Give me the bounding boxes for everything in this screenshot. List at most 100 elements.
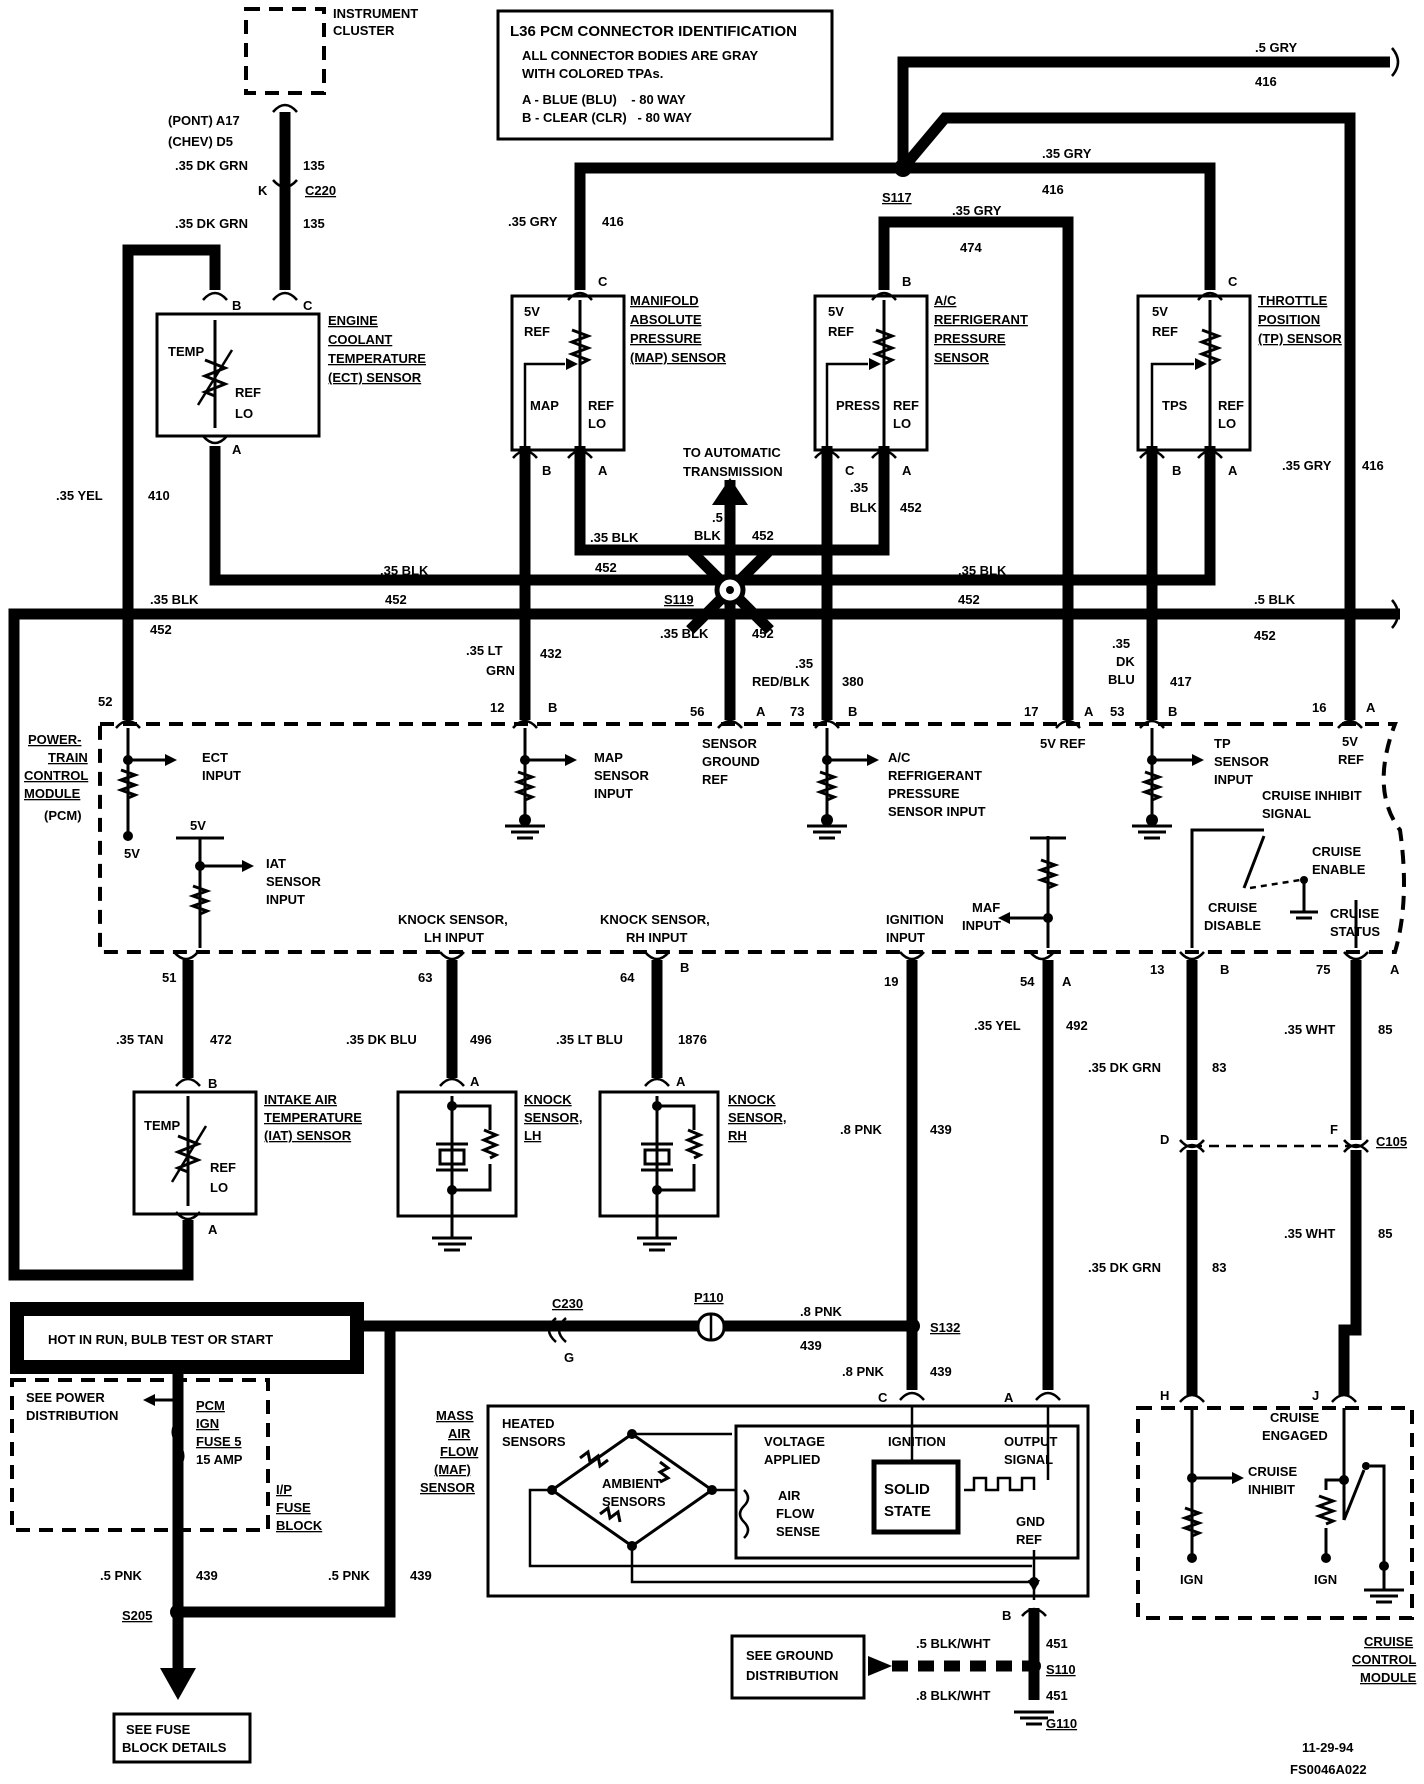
svg-text:13: 13: [1150, 962, 1164, 977]
svg-text:A: A: [902, 463, 912, 478]
svg-text:.35 GRY: .35 GRY: [952, 203, 1002, 218]
svg-text:.35 LT: .35 LT: [466, 643, 503, 658]
svg-text:B: B: [902, 274, 911, 289]
svg-text:IGN: IGN: [1314, 1572, 1337, 1587]
svg-text:SENSOR,: SENSOR,: [728, 1110, 787, 1125]
svg-text:G: G: [564, 1350, 574, 1365]
svg-text:452: 452: [595, 560, 617, 575]
svg-text:.35 WHT: .35 WHT: [1284, 1022, 1335, 1037]
svg-text:SENSORS: SENSORS: [602, 1494, 666, 1509]
svg-text:A/C: A/C: [888, 750, 911, 765]
svg-text:452: 452: [1254, 628, 1276, 643]
title-text: L36 PCM CONNECTOR IDENTIFICATION: [510, 23, 797, 40]
svg-text:83: 83: [1212, 1060, 1226, 1075]
svg-text:S132: S132: [930, 1320, 960, 1335]
svg-text:BLK: BLK: [850, 500, 877, 515]
knock-lh-label: KNOCK: [524, 1092, 572, 1107]
svg-text:(PCM): (PCM): [44, 808, 82, 823]
svg-text:75: 75: [1316, 962, 1330, 977]
tp-sensor: 5V REF TPS REF LO C B A THROTTLE POSITIO…: [1136, 274, 1342, 478]
svg-text:TEMP: TEMP: [168, 344, 204, 359]
svg-text:452: 452: [752, 626, 774, 641]
instrument-cluster-label: INSTRUMENT: [333, 6, 418, 21]
top-wire-labels: .5 GRY 416 .35 GRY 416 .35 GRY 416 .35 G…: [56, 40, 1384, 689]
svg-text:TO AUTOMATIC: TO AUTOMATIC: [683, 445, 781, 460]
svg-text:474: 474: [960, 240, 982, 255]
svg-text:.5 BLK: .5 BLK: [1254, 592, 1296, 607]
map-sensor: 5V REF MAP REF LO C B A MANIFOLD ABSOLUT…: [510, 274, 727, 478]
svg-text:12: 12: [490, 700, 504, 715]
svg-text:CRUISE: CRUISE: [1248, 1464, 1297, 1479]
cruise-control-module: H J CRUISE INHIBIT IGN CRUISE ENGAGED IG…: [1136, 1388, 1417, 1685]
svg-text:SENSOR,: SENSOR,: [524, 1110, 583, 1125]
svg-text:A: A: [1366, 700, 1376, 715]
svg-text:.35 GRY: .35 GRY: [1282, 458, 1332, 473]
ground-distribution: B SEE GROUND DISTRIBUTION .5 BLK/WHT 451…: [730, 1607, 1077, 1731]
svg-text:B: B: [1220, 962, 1229, 977]
svg-text:SENSOR: SENSOR: [266, 874, 322, 889]
svg-text:(PONT) A17: (PONT) A17: [168, 113, 240, 128]
svg-text:.35: .35: [1112, 636, 1130, 651]
svg-text:C230: C230: [552, 1296, 583, 1311]
svg-text:5V: 5V: [524, 304, 540, 319]
splice-s117: [894, 159, 912, 177]
svg-text:416: 416: [1255, 74, 1277, 89]
splices: [712, 159, 912, 606]
svg-text:380: 380: [842, 674, 864, 689]
svg-text:ABSOLUTE: ABSOLUTE: [630, 312, 702, 327]
svg-text:TEMP: TEMP: [144, 1118, 180, 1133]
svg-text:TP: TP: [1214, 736, 1231, 751]
svg-text:CRUISE INHIBIT: CRUISE INHIBIT: [1262, 788, 1362, 803]
svg-text:I/P: I/P: [276, 1482, 292, 1497]
svg-text:.35 YEL: .35 YEL: [56, 488, 103, 503]
svg-text:.35 WHT: .35 WHT: [1284, 1226, 1335, 1241]
svg-text:A: A: [1390, 962, 1400, 977]
svg-text:TPS: TPS: [1162, 398, 1188, 413]
pcm-connector-id-box: L36 PCM CONNECTOR IDENTIFICATION ALL CON…: [496, 9, 834, 141]
svg-text:REF: REF: [235, 385, 261, 400]
svg-text:.35 BLK: .35 BLK: [660, 626, 709, 641]
svg-text:.8 PNK: .8 PNK: [800, 1304, 843, 1319]
svg-text:LH INPUT: LH INPUT: [424, 930, 484, 945]
svg-text:5V REF: 5V REF: [1040, 736, 1086, 751]
svg-text:B - CLEAR (CLR) - 80 WAY: B - CLEAR (CLR) - 80 WAY: [522, 110, 692, 125]
arrow-to-trans: [712, 478, 748, 505]
svg-text:CRUISE: CRUISE: [1270, 1410, 1319, 1425]
svg-text:472: 472: [210, 1032, 232, 1047]
svg-text:REF: REF: [210, 1160, 236, 1175]
svg-text:417: 417: [1170, 674, 1192, 689]
svg-text:.35 BLK: .35 BLK: [590, 530, 639, 545]
svg-text:A: A: [598, 463, 608, 478]
svg-text:C: C: [598, 274, 608, 289]
svg-text:(MAP) SENSOR: (MAP) SENSOR: [630, 350, 727, 365]
svg-text:REF: REF: [702, 772, 728, 787]
svg-text:POSITION: POSITION: [1258, 312, 1320, 327]
svg-text:(MAF): (MAF): [434, 1462, 471, 1477]
svg-text:SENSOR: SENSOR: [420, 1480, 476, 1495]
svg-text:SEE FUSE: SEE FUSE: [126, 1722, 191, 1737]
svg-text:ECT: ECT: [202, 750, 228, 765]
svg-text:64: 64: [620, 970, 635, 985]
svg-text:(TP) SENSOR: (TP) SENSOR: [1258, 331, 1342, 346]
svg-text:STATE: STATE: [884, 1503, 931, 1520]
svg-text:452: 452: [900, 500, 922, 515]
svg-text:D: D: [1160, 1132, 1169, 1147]
svg-text:INPUT: INPUT: [962, 918, 1001, 933]
svg-text:MODULE: MODULE: [1360, 1670, 1417, 1685]
svg-text:SEE POWER: SEE POWER: [26, 1390, 105, 1405]
svg-text:451: 451: [1046, 1636, 1068, 1651]
svg-text:.8 PNK: .8 PNK: [840, 1122, 883, 1137]
svg-text:56: 56: [690, 704, 704, 719]
svg-text:CRUISE: CRUISE: [1208, 900, 1257, 915]
svg-text:5V: 5V: [828, 304, 844, 319]
svg-text:DISTRIBUTION: DISTRIBUTION: [26, 1408, 118, 1423]
svg-text:HEATED: HEATED: [502, 1416, 554, 1431]
svg-text:B: B: [232, 298, 241, 313]
svg-text:ENGAGED: ENGAGED: [1262, 1428, 1328, 1443]
svg-text:AMBIENT: AMBIENT: [602, 1476, 661, 1491]
svg-text:PCM: PCM: [196, 1398, 225, 1413]
svg-text:KNOCK SENSOR,: KNOCK SENSOR,: [600, 912, 710, 927]
svg-text:TRAIN: TRAIN: [48, 750, 88, 765]
svg-text:.35: .35: [795, 656, 813, 671]
svg-text:INPUT: INPUT: [594, 786, 633, 801]
